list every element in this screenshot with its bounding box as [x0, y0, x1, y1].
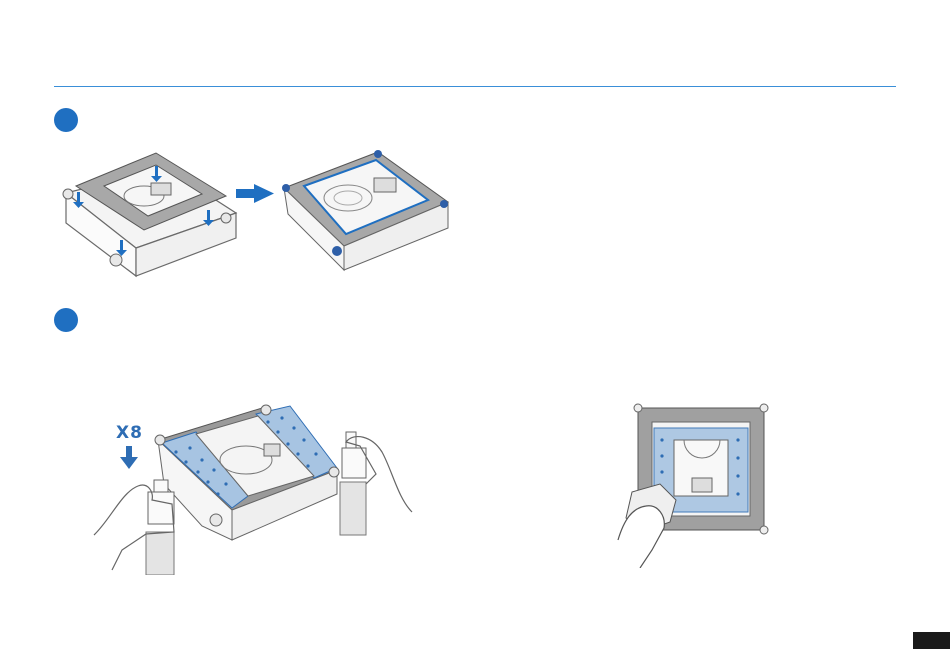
- arrow-right-icon: [236, 184, 274, 203]
- arrow-down-icon: [120, 446, 138, 469]
- step-3-wipe-illustration: [612, 400, 776, 568]
- page-tab: [913, 632, 950, 649]
- step-2-spray-illustration: [92, 400, 422, 575]
- robot-pad-blue: [155, 405, 339, 540]
- robot-with-frame-installed: [282, 150, 448, 270]
- step-1-install-frame-illustration: [56, 148, 466, 288]
- spray-bottle-left: [146, 480, 174, 575]
- section-divider: [54, 86, 896, 87]
- step-1-marker: [54, 108, 78, 132]
- step-2-marker: [54, 308, 78, 332]
- spray-bottle-right: [340, 432, 366, 535]
